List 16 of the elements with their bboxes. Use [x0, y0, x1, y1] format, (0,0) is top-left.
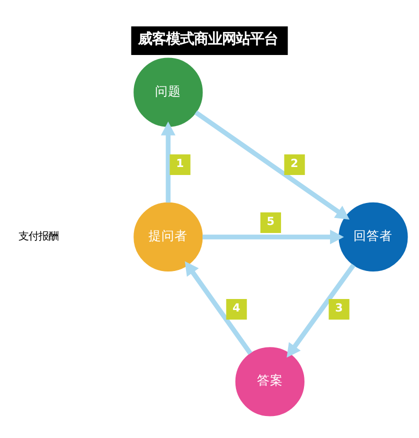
- label: 支付报酬: [18, 230, 59, 242]
- node-circle: 答案: [235, 346, 304, 416]
- arrow: [286, 263, 356, 358]
- node-circle: 提问者: [134, 202, 203, 272]
- edge-label: 5: [266, 214, 274, 228]
- edge-label: 4: [232, 300, 240, 314]
- edge-label: 3: [335, 300, 343, 314]
- node-circle: 回答者: [338, 202, 408, 272]
- arrow: [194, 110, 350, 220]
- arrow: [160, 121, 176, 202]
- diagram-title: 威客模式商业网站平台: [138, 30, 278, 47]
- arrow: [202, 229, 344, 244]
- arrow: [184, 260, 252, 354]
- edge-label: 1: [176, 156, 184, 170]
- node-circle: 问题: [134, 57, 203, 126]
- edge-label: 2: [290, 156, 298, 170]
